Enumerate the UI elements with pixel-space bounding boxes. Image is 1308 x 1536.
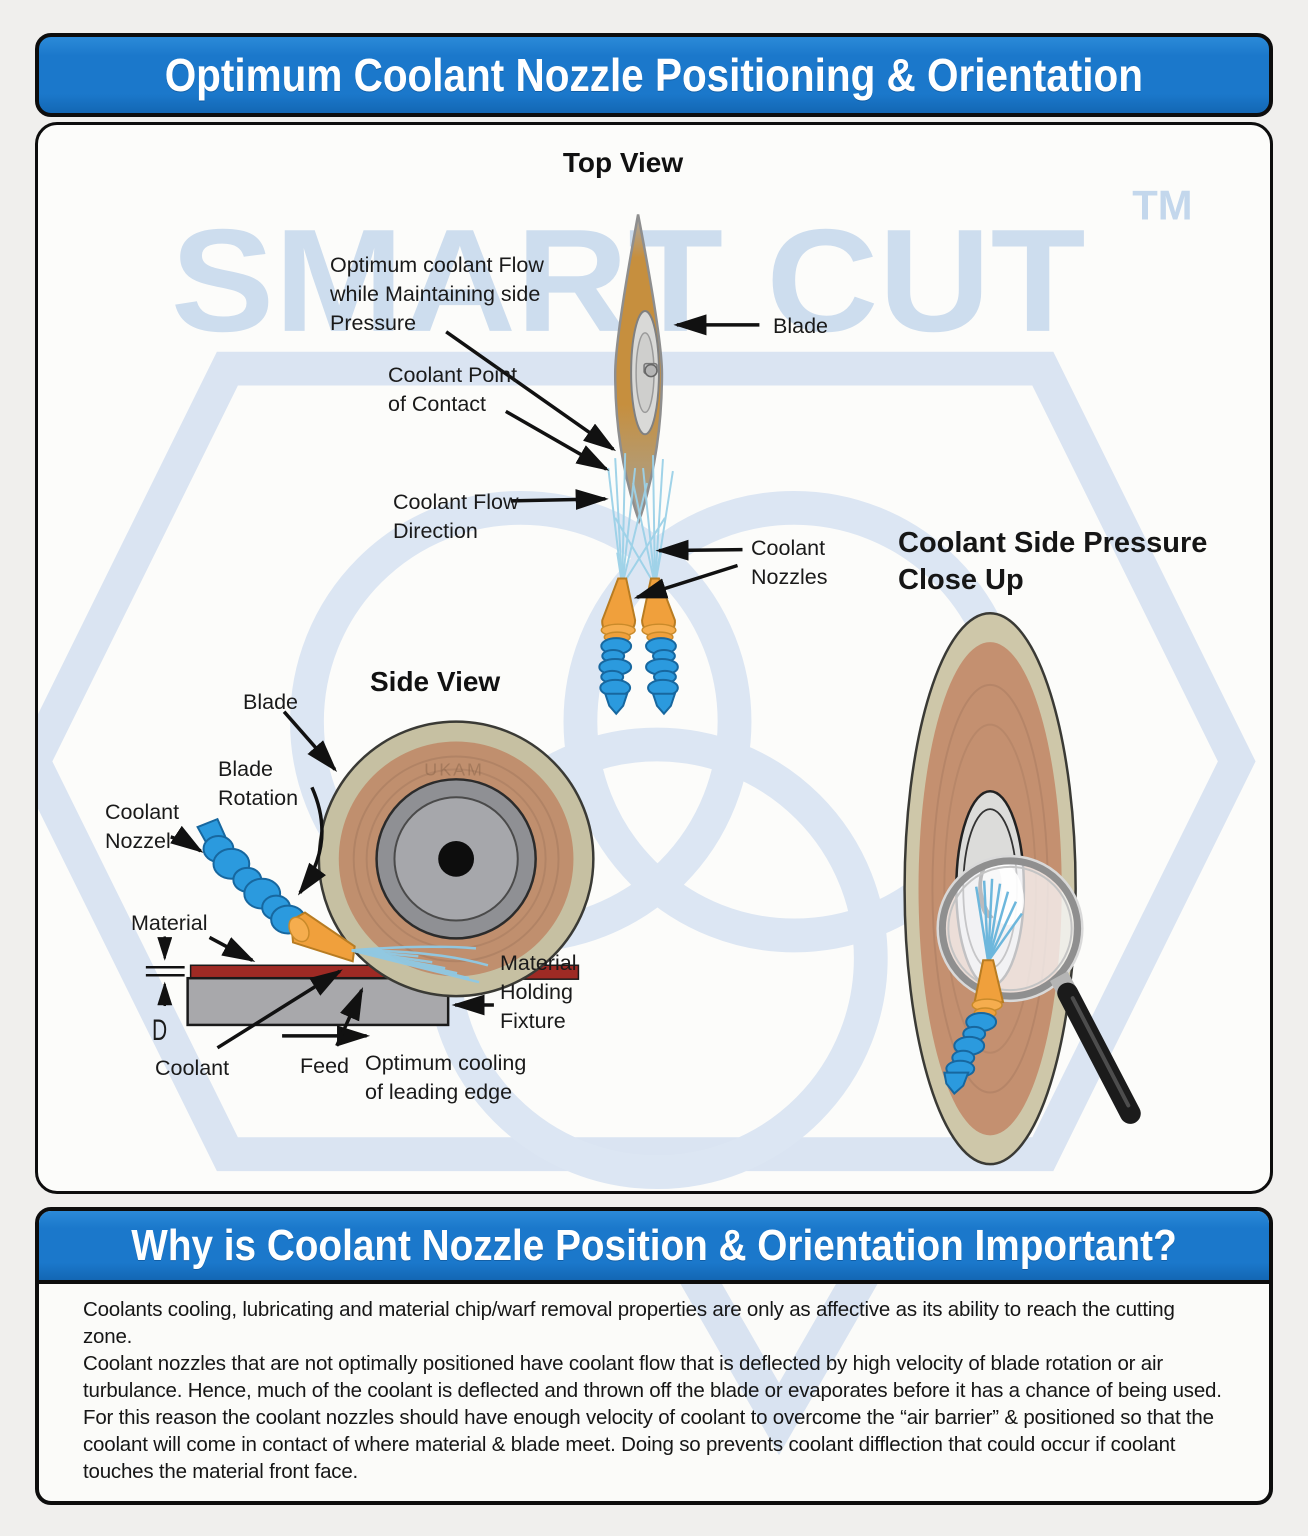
label-optimum-cooling: Optimum cooling of leading edge <box>365 1051 527 1105</box>
label-optimum-flow: Optimum coolant Flow while Maintaining s… <box>330 253 544 336</box>
arrow-coolant <box>216 969 343 1050</box>
bottom-title-bar: Why is Coolant Nozzle Position & Orienta… <box>39 1211 1269 1284</box>
arrow-blade-side <box>282 710 338 772</box>
depth-dimension <box>145 936 185 1007</box>
explanation-text-block: Coolants cooling, lubricating and materi… <box>39 1284 1269 1501</box>
diagram-panel: SMART CUT TM <box>35 122 1273 1194</box>
label-depth-d: D <box>152 1014 168 1047</box>
label-fixture: Material Holding Fixture <box>500 951 577 1034</box>
top-view-diagram <box>445 214 760 716</box>
label-feed: Feed <box>300 1054 350 1078</box>
arrow-optimum-cooling <box>335 986 364 1047</box>
watermark-hexagon-corner <box>680 1284 878 1456</box>
side-view-blade: UKAM <box>317 720 595 998</box>
label-flow-direction: Coolant Flow Direction <box>393 490 519 544</box>
top-view-left-nozzle <box>598 577 637 716</box>
side-view-spray <box>351 945 489 984</box>
diagram-graphics: SMART CUT TM <box>38 181 1256 1190</box>
paragraph-why-important: Coolants cooling, lubricating and materi… <box>83 1298 1222 1483</box>
label-blade-side: Blade <box>243 690 298 714</box>
label-coolant-nozzles: Coolant Nozzles <box>751 536 828 590</box>
top-view-title: Top View <box>562 147 684 178</box>
top-title-bar: Optimum Coolant Nozzle Positioning & Ori… <box>35 33 1273 117</box>
close-up-nozzle <box>943 959 1005 1095</box>
label-blade-rotation: Blade Rotation <box>218 757 299 811</box>
label-contact-point: Coolant Point of Contact <box>388 363 518 417</box>
arrow-optimum-flow <box>445 330 617 452</box>
arrow-coolant-nozzle <box>170 825 204 853</box>
close-up-diagram <box>903 612 1141 1166</box>
label-blade-top: Blade <box>773 314 828 338</box>
top-view-coolant-spray <box>607 453 674 586</box>
side-view-arrows <box>170 710 494 1050</box>
arrow-material <box>208 935 256 962</box>
explanation-section: Why is Coolant Nozzle Position & Orienta… <box>35 1207 1273 1505</box>
magnifier <box>936 854 1141 1124</box>
top-view-arrows <box>445 314 760 600</box>
arrow-nozzles-spray <box>655 539 743 561</box>
arrow-contact-point <box>504 409 610 471</box>
blade-engraving-text: UKAM <box>424 759 484 779</box>
top-view-right-nozzle <box>641 577 679 716</box>
arrow-nozzles-cone <box>633 563 739 600</box>
watermark-tm-mark: TM <box>1132 181 1192 228</box>
side-view-diagram: UKAM <box>145 710 595 1050</box>
arrow-flow-direction <box>510 489 609 510</box>
label-coolant-nozzle: Coolant Nozzel <box>105 800 180 854</box>
side-view-title: Side View <box>370 666 501 697</box>
page-title: Optimum Coolant Nozzle Positioning & Ori… <box>164 49 1144 101</box>
label-material: Material <box>131 911 208 935</box>
close-up-title: Coolant Side Pressure Close Up <box>898 527 1208 597</box>
bottom-title: Why is Coolant Nozzle Position & Orienta… <box>131 1220 1177 1270</box>
arrow-blade-rotation <box>297 786 326 896</box>
side-view-coolant-hose <box>196 817 356 963</box>
label-coolant: Coolant <box>155 1056 230 1080</box>
close-up-spray <box>974 878 1023 963</box>
